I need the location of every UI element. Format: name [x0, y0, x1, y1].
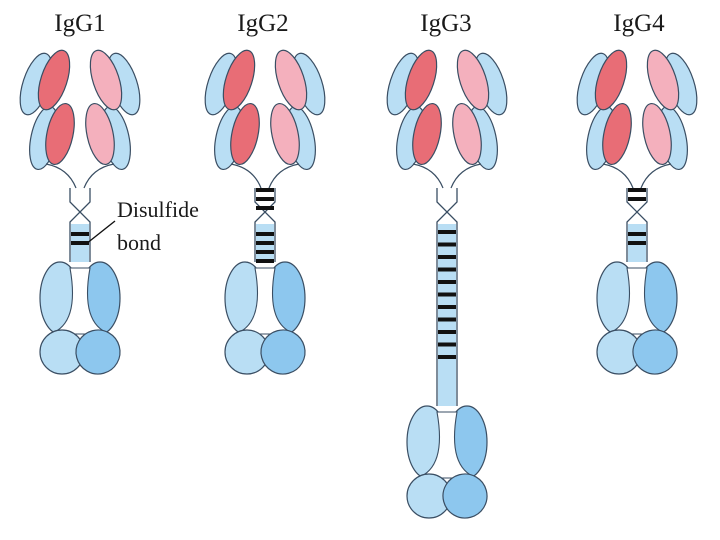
- fc-ch3-right: [442, 473, 488, 519]
- hinge-strand-right: [450, 163, 482, 189]
- annotation-bond: bond: [117, 230, 161, 255]
- disulfide-bond-upper: [628, 197, 646, 201]
- disulfide-bond-hinge: [628, 232, 646, 236]
- light-vl-left: [37, 49, 71, 111]
- disulfide-bond-hinge: [628, 241, 646, 245]
- hinge-strands: [436, 188, 458, 406]
- light-vl-right: [456, 49, 490, 111]
- light-vl-right: [646, 49, 680, 111]
- hinge-strand-right: [640, 163, 672, 189]
- title-igg4: IgG4: [613, 10, 665, 37]
- disulfide-bond-hinge: [438, 292, 456, 297]
- light-cl-left: [230, 102, 260, 166]
- disulfide-bond-upper: [256, 206, 274, 210]
- disulfide-bond-hinge: [438, 330, 456, 334]
- title-igg2: IgG2: [237, 10, 288, 37]
- disulfide-bond-upper: [628, 188, 646, 192]
- light-cl-right: [85, 102, 115, 166]
- disulfide-bond-hinge: [71, 241, 89, 245]
- title-igg3: IgG3: [420, 10, 471, 37]
- annotation-pointer-line: [85, 220, 116, 245]
- hinge-fill: [438, 224, 456, 406]
- light-vl-right: [274, 49, 308, 111]
- disulfide-bond-hinge: [438, 342, 456, 347]
- fc-ch3-right: [260, 329, 306, 375]
- disulfide-bond-hinge: [438, 355, 456, 359]
- fc-ch3-right: [632, 329, 678, 375]
- disulfide-bond-hinge: [438, 305, 456, 309]
- disulfide-bond-hinge: [438, 230, 456, 234]
- annotation-disulfide: Disulfide: [117, 197, 199, 222]
- disulfide-bond-hinge: [256, 232, 274, 236]
- light-cl-right: [270, 102, 300, 166]
- light-vl-left: [222, 49, 256, 111]
- hinge-strand-right: [83, 163, 115, 189]
- disulfide-bond-upper: [256, 188, 274, 192]
- disulfide-bond-upper: [256, 197, 274, 201]
- hinge-strand-left: [602, 163, 634, 189]
- disulfide-bond-hinge: [71, 232, 89, 236]
- light-vl-left: [594, 49, 628, 111]
- disulfide-bond-hinge: [256, 241, 274, 245]
- igg1-antibody: [19, 49, 141, 375]
- hinge-strands: [254, 188, 276, 262]
- title-igg1: IgG1: [54, 10, 105, 37]
- light-cl-left: [602, 102, 632, 166]
- light-cl-right: [452, 102, 482, 166]
- light-cl-left: [45, 102, 75, 166]
- light-cl-right: [642, 102, 672, 166]
- hinge-strand-left: [412, 163, 444, 189]
- light-cl-left: [412, 102, 442, 166]
- disulfide-bond-hinge: [438, 267, 456, 272]
- igg3-antibody: [386, 49, 508, 519]
- disulfide-bond-hinge: [256, 250, 274, 254]
- light-vl-left: [404, 49, 438, 111]
- disulfide-bond-hinge: [438, 317, 456, 322]
- hinge-strand-left: [45, 163, 77, 189]
- hinge-strand-right: [268, 163, 300, 189]
- disulfide-bond-hinge: [256, 259, 274, 263]
- igg4-antibody: [576, 49, 698, 375]
- hinge-strands: [69, 188, 91, 262]
- fc-ch3-right: [75, 329, 121, 375]
- disulfide-bond-hinge: [438, 242, 456, 247]
- disulfide-bond-hinge: [438, 255, 456, 259]
- igg2-antibody: [204, 49, 326, 375]
- hinge-strand-left: [230, 163, 262, 189]
- hinge-strands: [626, 188, 648, 262]
- light-vl-right: [89, 49, 123, 111]
- disulfide-bond-hinge: [438, 280, 456, 284]
